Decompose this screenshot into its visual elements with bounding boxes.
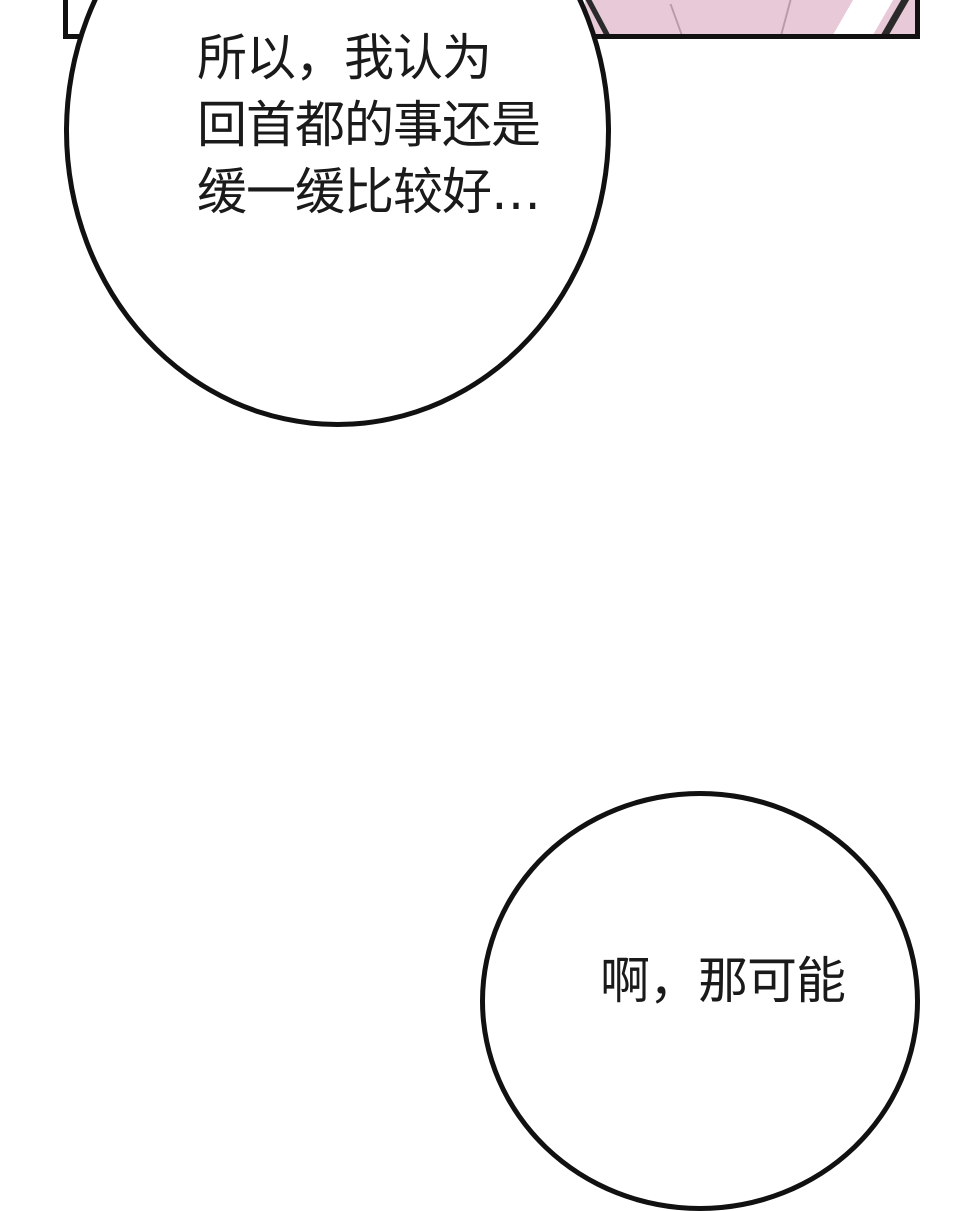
speech-line: 回首都的事还是 [197, 96, 541, 154]
speech-text-2: 啊，那可能 [600, 948, 846, 1015]
speech-bubble-2: 啊，那可能 [480, 791, 920, 1211]
art-stroke [780, 0, 792, 34]
art-stroke [669, 4, 683, 34]
speech-line: 所以，我认为 [197, 29, 492, 87]
speech-bubble-1: 所以，我认为 回首都的事还是 缓一缓比较好… [64, 0, 611, 427]
speech-line: 缓一缓比较好… [197, 163, 541, 221]
panel-artwork [582, 0, 915, 34]
speech-text-1: 所以，我认为 回首都的事还是 缓一缓比较好… [197, 25, 541, 226]
speech-line: 啊，那可能 [600, 952, 846, 1010]
